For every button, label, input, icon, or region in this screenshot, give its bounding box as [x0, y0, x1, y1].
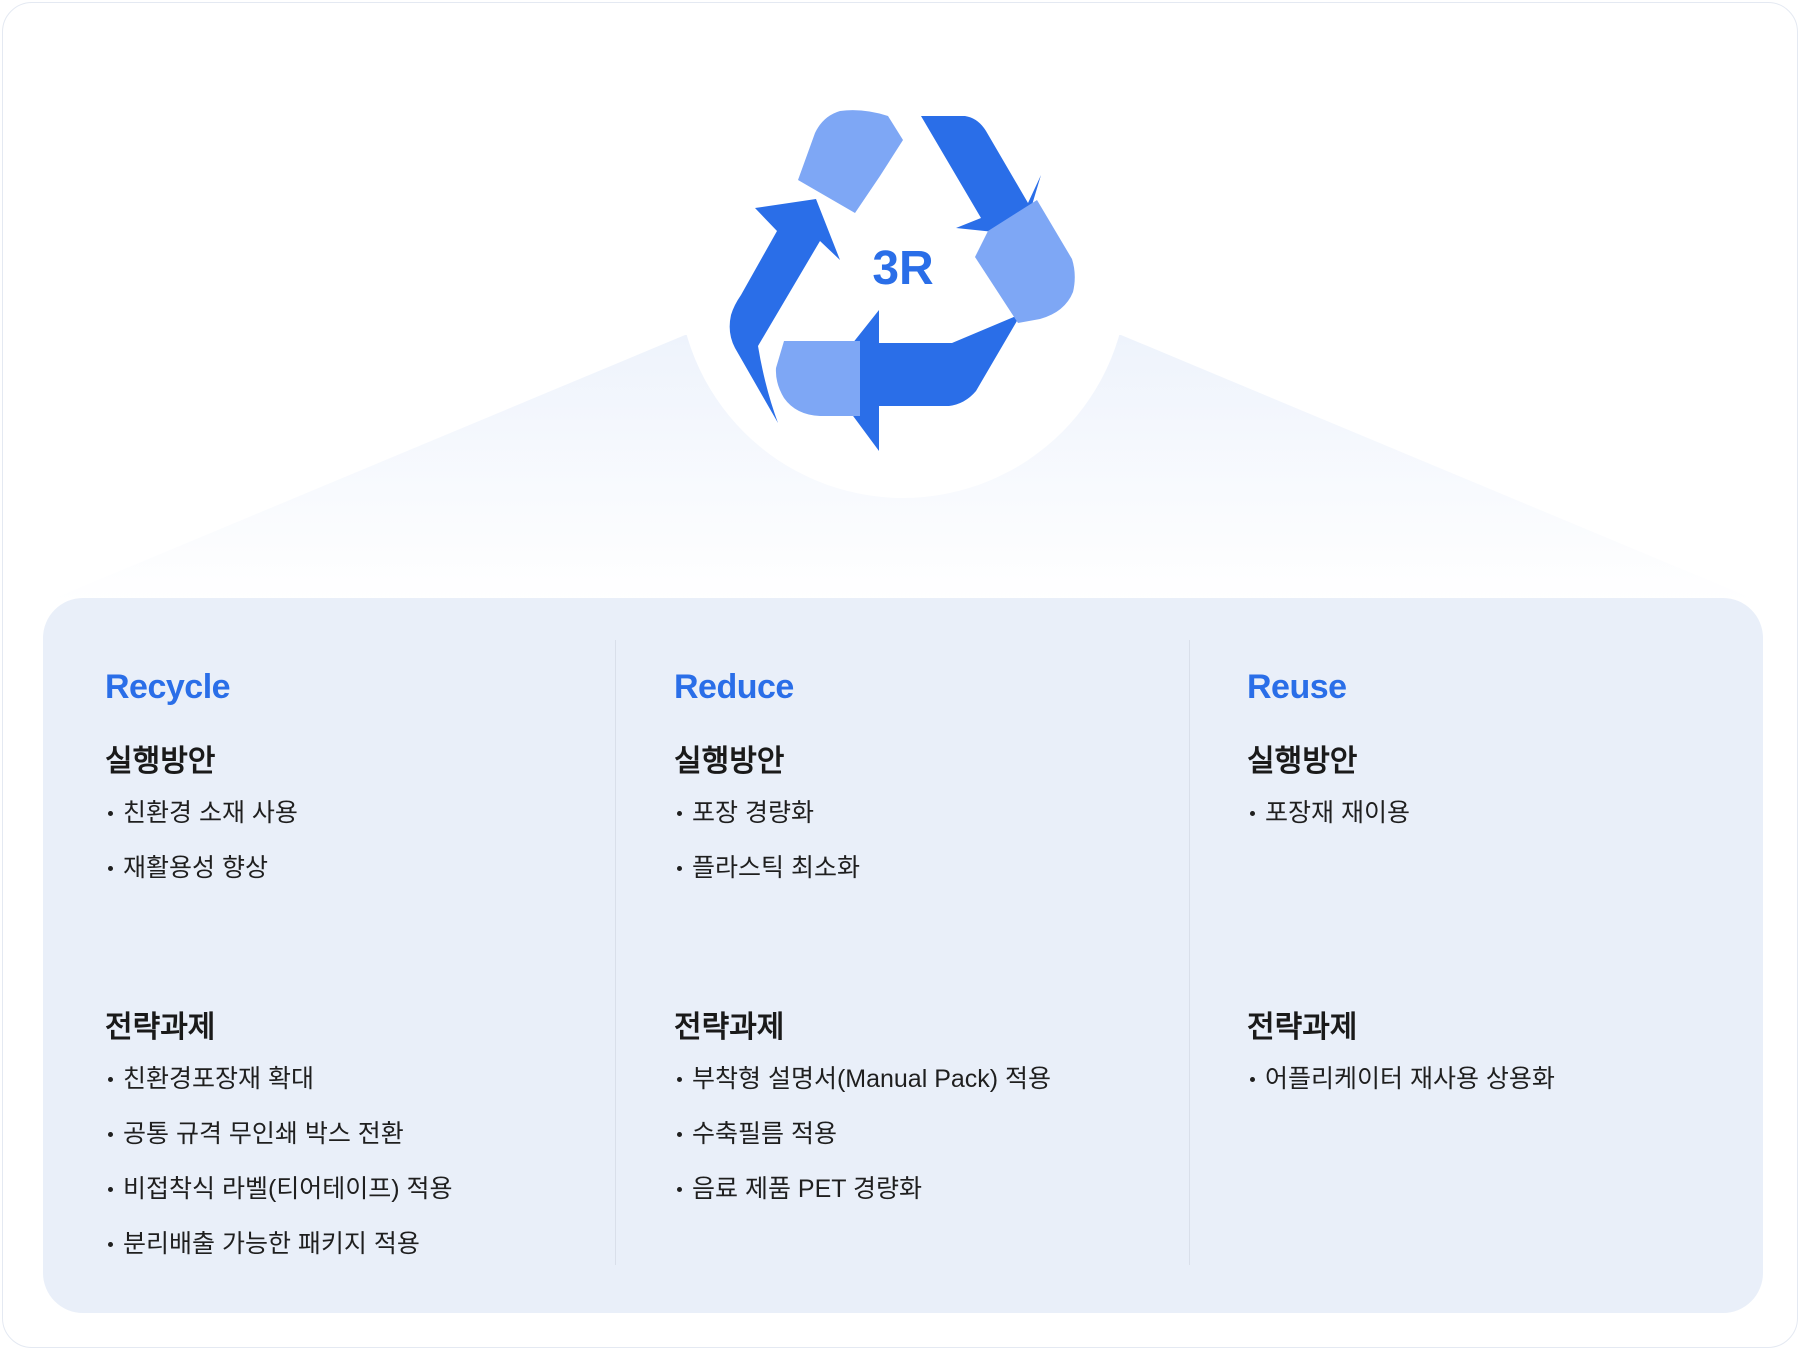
list-item: 재활용성 향상	[105, 853, 605, 908]
list-item: 친환경포장재 확대	[105, 1064, 605, 1119]
recycle-arrow-dark-bottom	[825, 310, 1021, 451]
list-item: 분리배출 가능한 패키지 적용	[105, 1229, 605, 1284]
list-item: 부착형 설명서(Manual Pack) 적용	[674, 1064, 1174, 1119]
column-title: Reduce	[674, 668, 794, 706]
measures-list: 포장재 재이용	[1247, 798, 1747, 853]
tasks-heading: 전략과제	[105, 1011, 216, 1044]
list-item: 친환경 소재 사용	[105, 798, 605, 853]
recycle-arrow-light-top	[798, 110, 903, 213]
measures-block: 친환경 소재 사용 재활용성 향상	[105, 798, 605, 1008]
list-item: 어플리케이터 재사용 상용화	[1247, 1064, 1747, 1119]
list-item: 플라스틱 최소화	[674, 853, 1174, 908]
strategy-panel: Recycle 실행방안 친환경 소재 사용 재활용성 향상 전략과제 친환경포…	[43, 598, 1763, 1313]
list-item: 포장 경량화	[674, 798, 1174, 853]
measures-block: 포장 경량화 플라스틱 최소화	[674, 798, 1174, 1008]
measures-heading: 실행방안	[1247, 745, 1358, 778]
column-title: Recycle	[105, 668, 231, 706]
measures-block: 포장재 재이용	[1247, 798, 1747, 1008]
tasks-heading: 전략과제	[1247, 1011, 1358, 1044]
recycle-arrow-light-bottom	[775, 341, 860, 416]
tasks-list: 친환경포장재 확대 공통 규격 무인쇄 박스 전환 비접착식 라벨(티어테이프)…	[105, 1064, 605, 1284]
tasks-heading: 전략과제	[674, 1011, 785, 1044]
column-recycle: Recycle 실행방안 친환경 소재 사용 재활용성 향상 전략과제 친환경포…	[105, 666, 605, 1284]
column-divider	[615, 640, 616, 1265]
list-item: 비접착식 라벨(티어테이프) 적용	[105, 1174, 605, 1229]
measures-heading: 실행방안	[674, 745, 785, 778]
list-item: 수축필름 적용	[674, 1119, 1174, 1174]
tasks-list: 부착형 설명서(Manual Pack) 적용 수축필름 적용 음료 제품 PE…	[674, 1064, 1174, 1229]
recycle-3r-logo: 3R	[729, 110, 1075, 451]
list-item: 음료 제품 PET 경량화	[674, 1174, 1174, 1229]
tasks-list: 어플리케이터 재사용 상용화	[1247, 1064, 1747, 1119]
measures-heading: 실행방안	[105, 745, 216, 778]
measures-list: 친환경 소재 사용 재활용성 향상	[105, 798, 605, 908]
list-item: 포장재 재이용	[1247, 798, 1747, 853]
list-item: 공통 규격 무인쇄 박스 전환	[105, 1119, 605, 1174]
column-reuse: Reuse 실행방안 포장재 재이용 전략과제 어플리케이터 재사용 상용화	[1247, 666, 1747, 1119]
recycle-arrow-dark-top-right	[873, 116, 1041, 235]
column-title: Reuse	[1247, 668, 1347, 706]
measures-list: 포장 경량화 플라스틱 최소화	[674, 798, 1174, 908]
column-reduce: Reduce 실행방안 포장 경량화 플라스틱 최소화 전략과제 부착형 설명서…	[674, 666, 1174, 1229]
recycle-arrow-light-right	[975, 200, 1075, 323]
column-divider	[1189, 640, 1190, 1265]
logo-label: 3R	[872, 242, 933, 295]
recycle-arrow-dark-left	[729, 199, 840, 423]
